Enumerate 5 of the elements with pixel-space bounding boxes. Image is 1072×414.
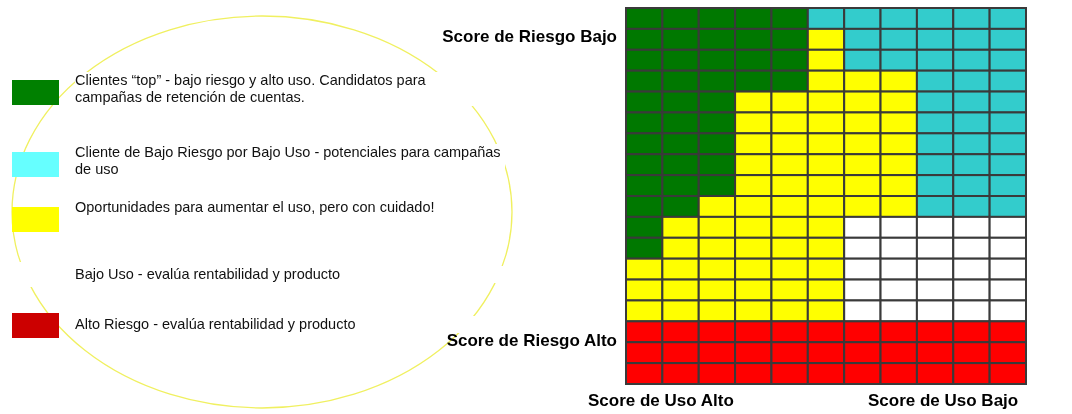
axis-label: Score de Riesgo Bajo bbox=[442, 27, 617, 47]
legend-text: Bajo Uso - evalúa rentabilidad y producto bbox=[75, 266, 505, 283]
axis-label: Score de Uso Alto bbox=[588, 391, 734, 411]
axis-label: Score de Uso Bajo bbox=[868, 391, 1019, 411]
axis-label: Score de Riesgo Alto bbox=[446, 331, 617, 351]
